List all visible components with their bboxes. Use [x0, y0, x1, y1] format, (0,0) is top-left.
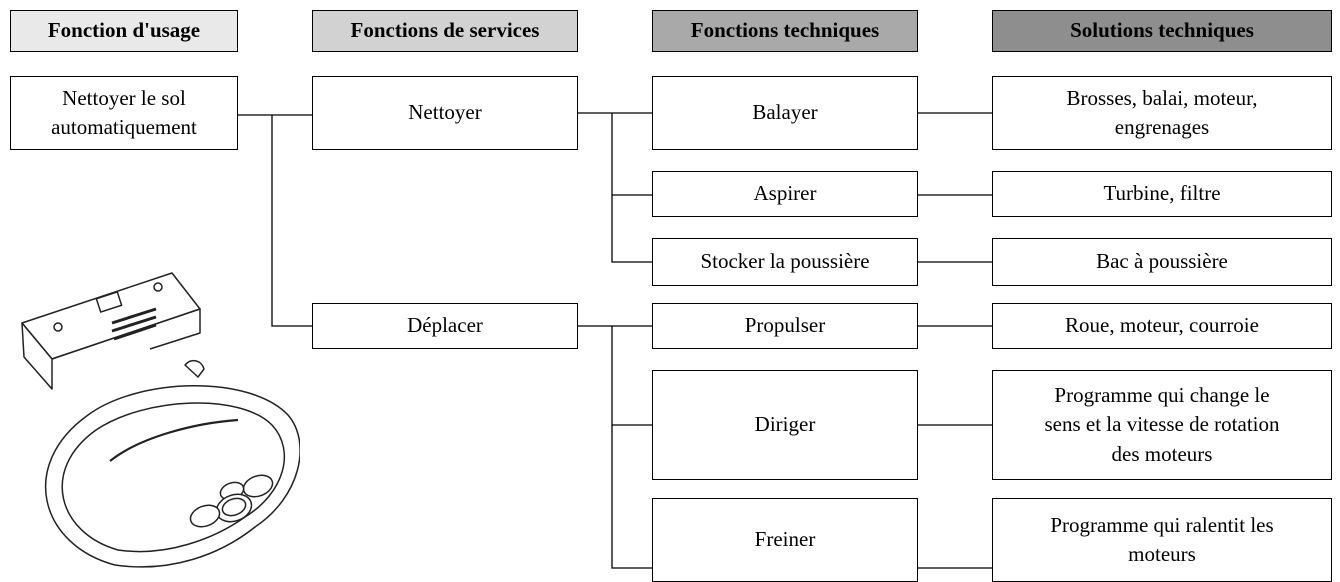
- technique-box-aspirer: Aspirer: [652, 171, 918, 217]
- service-box-nettoyer: Nettoyer: [312, 76, 578, 150]
- service-box-deplacer: Déplacer: [312, 303, 578, 349]
- technique-box-freiner: Freiner: [652, 498, 918, 582]
- connector-usage-deplacer: [271, 115, 312, 327]
- header-fonctions-techniques: Fonctions techniques: [652, 10, 918, 52]
- connector-nettoyer-branches: [611, 113, 652, 263]
- connector-deplacer-branches: [611, 326, 652, 569]
- connector-techniques-solutions: [918, 112, 992, 569]
- docking-base: [21, 272, 201, 390]
- header-fonction-usage: Fonction d'usage: [10, 10, 238, 52]
- robot-vacuum-illustration: [21, 272, 300, 568]
- robot-buttons: [189, 474, 274, 528]
- header-solutions-techniques: Solutions techniques: [992, 10, 1332, 52]
- solution-box-bac: Bac à poussière: [992, 238, 1332, 286]
- technique-box-diriger: Diriger: [652, 370, 918, 480]
- solution-box-programme-direction: Programme qui change le sens et la vites…: [992, 370, 1332, 480]
- solution-box-brosses: Brosses, balai, moteur, engrenages: [992, 76, 1332, 150]
- technique-box-propulser: Propulser: [652, 303, 918, 349]
- header-fonctions-services: Fonctions de services: [312, 10, 578, 52]
- technique-box-balayer: Balayer: [652, 76, 918, 150]
- robot-body: [44, 359, 300, 568]
- technique-box-stocker: Stocker la poussière: [652, 238, 918, 286]
- usage-box: Nettoyer le sol automatiquement: [10, 76, 238, 150]
- solution-box-roue: Roue, moteur, courroie: [992, 303, 1332, 349]
- solution-box-programme-freinage: Programme qui ralentit les moteurs: [992, 498, 1332, 582]
- solution-box-turbine: Turbine, filtre: [992, 171, 1332, 217]
